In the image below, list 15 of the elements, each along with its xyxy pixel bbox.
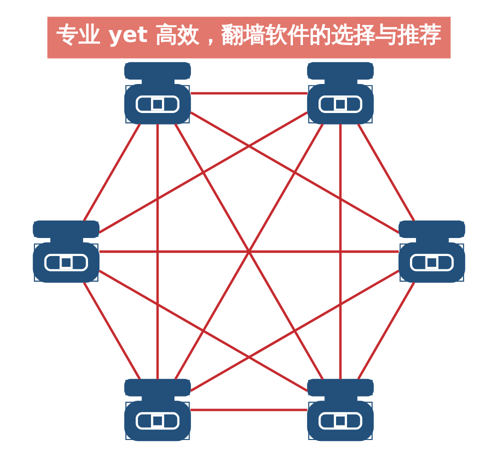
- connector: [98, 111, 308, 234]
- connector: [82, 124, 141, 222]
- connector: [190, 270, 400, 392]
- connector: [156, 124, 159, 380]
- connector: [98, 270, 308, 392]
- connector: [339, 124, 342, 380]
- connector: [99, 250, 399, 253]
- diagram-title: 专业 yet 高效，翻墙软件的选择与推荐: [56, 22, 442, 48]
- connector: [190, 111, 400, 234]
- connector: [190, 92, 308, 94]
- connector: [190, 408, 308, 412]
- connector: [357, 282, 416, 380]
- connector: [174, 123, 324, 380]
- connector: [357, 124, 416, 222]
- connector: [82, 282, 141, 380]
